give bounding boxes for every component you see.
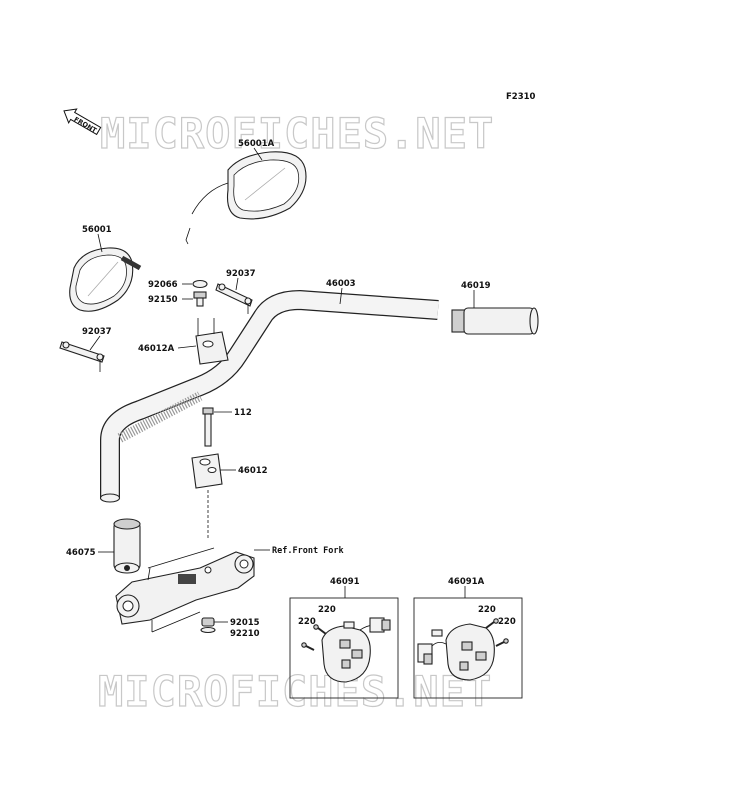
label-46019: 46019 [461,281,491,291]
holder-upper-46012A[interactable] [195,318,229,365]
label-46012A: 46012A [138,344,175,354]
label-92015: 92015 [230,618,260,628]
screw-220-b[interactable] [301,642,315,651]
label-92210: 92210 [230,629,260,639]
label-46012: 46012 [238,466,268,476]
label-112: 112 [234,408,252,418]
bolt-92150[interactable] [193,291,207,307]
label-220-a: 220 [318,605,336,615]
screw-220-d[interactable] [495,638,509,647]
mirror-left-56001[interactable] [69,247,142,312]
watermark-top: MICROFICHES.NET [100,109,494,158]
switch-right-46091A[interactable] [417,623,495,681]
label-220-c: 220 [478,605,496,615]
label-46091A: 46091A [448,577,485,587]
figure-code: F2310 [506,92,536,102]
front-arrow-icon: FRONT [63,108,102,136]
bolt-92015[interactable] [200,617,216,634]
box-46091 [289,597,399,699]
handlebar-46003[interactable] [99,289,439,503]
label-46091: 46091 [330,577,360,587]
label-46003: 46003 [326,279,356,289]
strap-92037-lower[interactable] [59,341,105,372]
label-56001: 56001 [82,225,112,235]
grip-left-46075[interactable] [113,518,141,574]
fork-upper-bracket[interactable] [115,547,255,633]
label-92037-upper: 92037 [226,269,256,279]
switch-left-46091[interactable] [321,617,391,683]
label-92150: 92150 [148,295,178,305]
screw-220-c[interactable] [485,618,499,629]
box-46091A [413,597,523,699]
label-220-d: 220 [498,617,516,627]
label-ref-front-fork: Ref.Front Fork [272,546,344,556]
bolt-112[interactable] [202,407,214,447]
label-92037-lower: 92037 [82,327,112,337]
label-46075: 46075 [66,548,96,558]
holder-lower-46012[interactable] [191,453,223,489]
label-92066: 92066 [148,280,178,290]
strap-92037-upper[interactable] [215,283,253,314]
screw-220-a[interactable] [313,624,327,635]
mirror-right-56001A[interactable] [185,151,307,245]
label-56001A: 56001A [238,139,275,149]
label-220-b: 220 [298,617,316,627]
watermark-bottom: MICROFICHES.NET [98,667,492,716]
grip-right-46019[interactable] [451,307,539,335]
washer-92066[interactable] [192,279,208,289]
